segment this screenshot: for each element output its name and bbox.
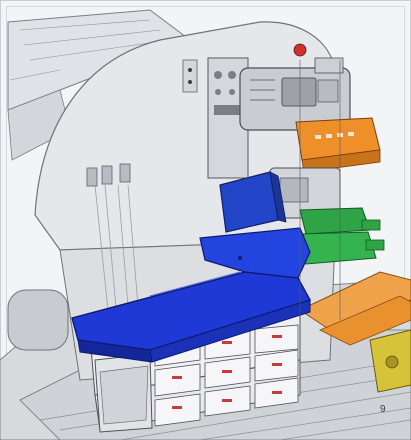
orange-unit — [295, 117, 381, 173]
floor-label: 9 — [380, 404, 386, 415]
blue-wall-cabinet — [219, 171, 287, 233]
blue-bench-mattress — [71, 227, 312, 363]
orange-rails — [298, 271, 411, 346]
device-stack — [269, 167, 341, 219]
green-brackets — [299, 207, 385, 265]
yellow-equipment-box — [369, 329, 411, 393]
red-knob — [293, 43, 307, 57]
cab-frame-structure — [7, 9, 192, 351]
monitor-device — [239, 57, 351, 131]
